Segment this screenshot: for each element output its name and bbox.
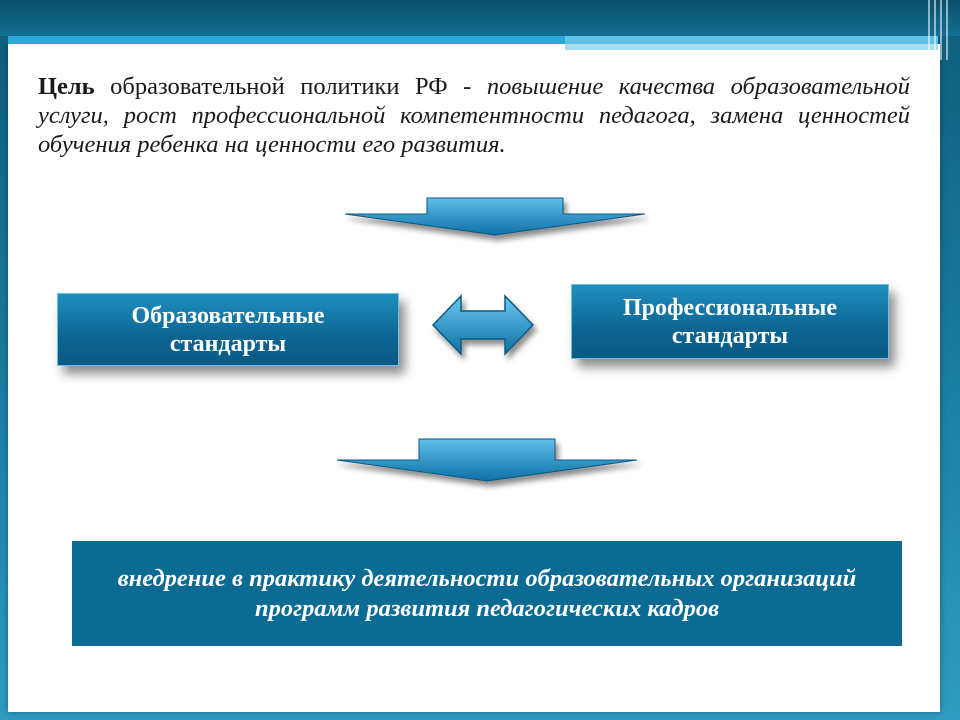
decor-stripe (565, 44, 938, 50)
decor-corner-lines (928, 0, 952, 60)
professional-standards-box: Профессиональные стандарты (571, 284, 889, 359)
goal-statement: Цель образовательной политики РФ - повыш… (38, 72, 910, 159)
decor-stripe (565, 52, 890, 55)
slide-top-band (0, 0, 960, 36)
goal-lead: Цель (38, 73, 95, 100)
implementation-label: внедрение в практику деятельности образо… (117, 564, 857, 622)
decor-stripe (8, 36, 565, 44)
down-arrow-icon (336, 438, 638, 482)
professional-standards-label: Профессиональные стандарты (622, 294, 838, 349)
decor-stripe (565, 36, 938, 44)
educational-standards-box: Образовательные стандарты (57, 293, 399, 366)
implementation-box: внедрение в практику деятельности образо… (72, 541, 902, 646)
down-arrow-icon (344, 197, 646, 236)
educational-standards-label: Образовательные стандарты (131, 302, 325, 357)
goal-italic: повышение качества образовательной услуг… (38, 73, 910, 158)
left-right-arrow-icon (431, 294, 535, 356)
goal-plain: образовательной политики РФ - (94, 73, 487, 100)
